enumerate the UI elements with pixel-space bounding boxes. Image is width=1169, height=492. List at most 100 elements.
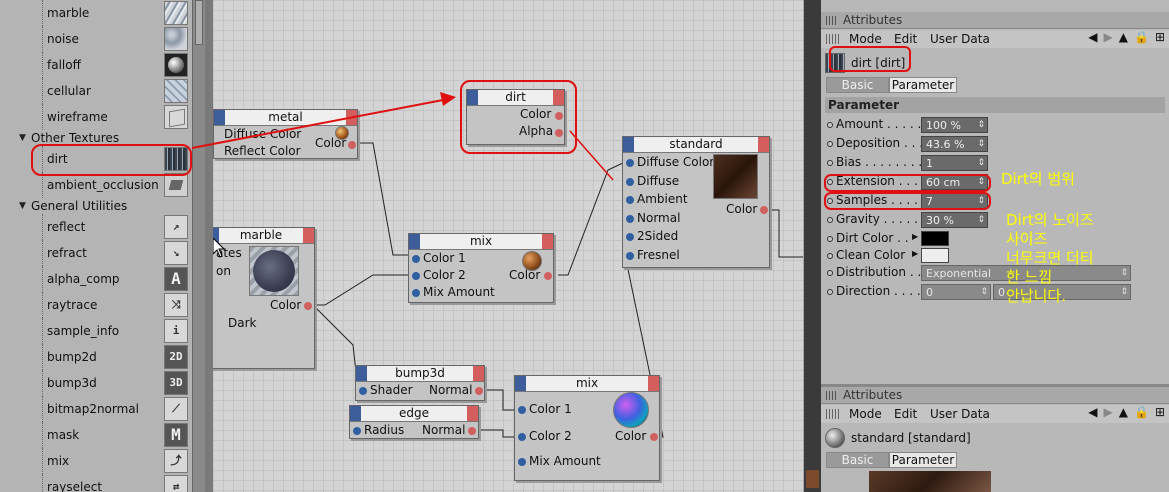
port-dark[interactable]: Dark — [228, 316, 257, 330]
port-mix-amount[interactable]: Mix Amount — [529, 454, 601, 468]
input-pin[interactable] — [412, 255, 420, 263]
node-edge[interactable]: edge Radius Normal — [349, 405, 479, 439]
animation-dot-icon[interactable] — [827, 122, 833, 128]
panel-grip-icon[interactable] — [826, 16, 836, 25]
animation-dot-icon[interactable] — [827, 217, 833, 223]
texture-browser-scrollbar[interactable] — [192, 0, 205, 492]
animation-dot-icon[interactable] — [827, 253, 833, 259]
scrollbar-thumb[interactable] — [195, 0, 203, 45]
utility-item-rayselect[interactable]: rayselect ⇄ — [0, 474, 190, 492]
texture-item-wireframe[interactable]: wireframe — [0, 104, 190, 130]
clean-color-swatch[interactable] — [921, 248, 949, 263]
tab-parameter[interactable]: Parameter — [889, 452, 957, 468]
param-gravity-field[interactable]: 30 % — [921, 212, 988, 228]
forward-arrow-icon[interactable]: ▶ — [1103, 30, 1113, 44]
input-pin[interactable] — [518, 458, 526, 466]
port-fresnel[interactable]: Fresnel — [637, 248, 680, 262]
up-arrow-icon[interactable]: ▲ — [1118, 30, 1128, 44]
port-radius[interactable]: Radius — [364, 423, 405, 437]
port-partial-label[interactable]: on — [216, 264, 231, 278]
forward-arrow-icon[interactable]: ▶ — [1103, 405, 1113, 419]
port-color-out[interactable]: Color — [270, 298, 302, 312]
port-2sided[interactable]: 2Sided — [637, 229, 679, 243]
node-marble[interactable]: marble ates on Color Dark — [213, 227, 315, 369]
menu-edit[interactable]: Edit — [894, 32, 918, 46]
output-pin[interactable] — [760, 206, 768, 214]
port-reflect-color[interactable]: Reflect Color — [224, 144, 301, 158]
input-pin[interactable] — [626, 178, 634, 186]
tab-basic[interactable]: Basic — [826, 77, 889, 93]
node-mix-1[interactable]: mix Color 1 Color 2 Mix Amount Color — [408, 233, 554, 303]
input-pin[interactable] — [626, 233, 634, 241]
input-pin[interactable] — [353, 427, 361, 435]
node-dirt[interactable]: dirt Color Alpha — [466, 89, 565, 145]
port-color-2[interactable]: Color 2 — [423, 268, 466, 282]
utility-item-mask[interactable]: mask M — [0, 422, 190, 448]
input-pin[interactable] — [412, 272, 420, 280]
utility-item-raytrace[interactable]: raytrace ⤨ — [0, 292, 190, 318]
input-pin[interactable] — [626, 252, 634, 260]
animation-dot-icon[interactable] — [827, 270, 833, 276]
menu-grip-icon[interactable] — [826, 34, 840, 44]
output-pin[interactable] — [468, 427, 476, 435]
node-mix-2[interactable]: mix Color 1 Color 2 Mix Amount Color — [514, 375, 660, 481]
dirt-color-swatch[interactable] — [921, 231, 949, 246]
utility-item-alpha-comp[interactable]: alpha_comp A — [0, 266, 190, 292]
port-ambient[interactable]: Ambient — [637, 192, 688, 206]
menu-mode[interactable]: Mode — [849, 407, 882, 421]
expand-triangle-icon[interactable]: ▶ — [912, 249, 919, 258]
node-title[interactable]: mix — [515, 376, 659, 392]
expand-triangle-icon[interactable]: ▶ — [912, 232, 919, 241]
tab-basic[interactable]: Basic — [826, 452, 889, 468]
animation-dot-icon[interactable] — [827, 289, 833, 295]
tab-parameter[interactable]: Parameter — [889, 77, 957, 93]
node-standard[interactable]: standard Diffuse Color Diffuse Ambient N… — [622, 136, 770, 268]
input-pin[interactable] — [359, 387, 367, 395]
category-other-textures[interactable]: ▼ Other Textures — [0, 130, 190, 148]
collapse-triangle-icon[interactable]: ▼ — [19, 201, 26, 211]
node-title[interactable]: edge — [350, 406, 478, 422]
texture-item-noise[interactable]: noise — [0, 26, 190, 52]
texture-item-cellular[interactable]: cellular — [0, 78, 190, 104]
direction-field-1[interactable]: 0 — [921, 284, 991, 300]
utility-item-sample-info[interactable]: sample_info i — [0, 318, 190, 344]
port-color-out[interactable]: Color — [615, 429, 647, 443]
output-pin[interactable] — [304, 302, 312, 310]
utility-item-reflect[interactable]: reflect ↗ — [0, 214, 190, 240]
texture-item-falloff[interactable]: falloff — [0, 52, 190, 78]
menu-edit[interactable]: Edit — [894, 407, 918, 421]
output-pin[interactable] — [650, 433, 658, 441]
up-arrow-icon[interactable]: ▲ — [1118, 405, 1128, 419]
input-pin[interactable] — [626, 159, 634, 167]
lock-icon[interactable]: 🔒 — [1133, 405, 1149, 419]
new-panel-icon[interactable]: ⊞ — [1154, 30, 1165, 44]
node-title[interactable]: dirt — [467, 90, 564, 106]
port-shader[interactable]: Shader — [370, 383, 413, 397]
menu-grip-icon[interactable] — [826, 409, 840, 419]
input-pin[interactable] — [626, 196, 634, 204]
divider-handle[interactable] — [806, 470, 819, 488]
direction-field-2[interactable]: 0 — [993, 284, 1131, 300]
input-pin[interactable] — [412, 289, 420, 297]
port-mix-amount[interactable]: Mix Amount — [423, 285, 495, 299]
output-pin[interactable] — [475, 387, 483, 395]
port-color-1[interactable]: Color 1 — [423, 251, 466, 265]
collapse-triangle-icon[interactable]: ▼ — [19, 133, 26, 143]
node-title[interactable]: mix — [409, 234, 553, 250]
input-pin[interactable] — [518, 406, 526, 414]
param-extension-field[interactable]: 60 cm — [921, 174, 988, 190]
port-color-out[interactable]: Color — [509, 268, 541, 282]
node-editor-canvas[interactable]: metal Diffuse Color Reflect Color Color … — [213, 0, 803, 492]
port-color-1[interactable]: Color 1 — [529, 402, 572, 416]
node-title[interactable]: bump3d — [356, 366, 484, 382]
animation-dot-icon[interactable] — [827, 236, 833, 242]
node-title[interactable]: standard — [623, 137, 769, 153]
distribution-dropdown[interactable]: Exponential — [921, 265, 1131, 281]
param-amount-field[interactable]: 100 % — [921, 117, 988, 133]
output-pin[interactable] — [544, 272, 552, 280]
port-normal-out[interactable]: Normal — [429, 383, 473, 397]
port-diffuse[interactable]: Diffuse — [637, 174, 680, 188]
lock-icon[interactable]: 🔒 — [1133, 30, 1149, 44]
panel-divider[interactable] — [803, 0, 821, 492]
texture-item-ambient-occlusion[interactable]: ambient_occlusion — [0, 172, 190, 198]
